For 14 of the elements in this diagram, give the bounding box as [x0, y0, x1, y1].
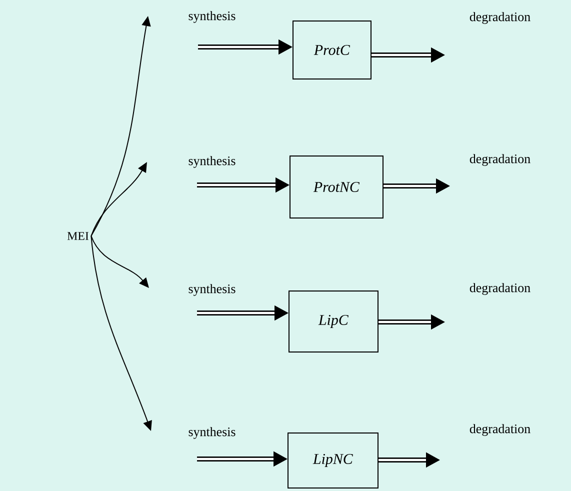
arrow: [90, 236, 149, 288]
edge-label: degradation: [470, 12, 530, 24]
compartment-box: LipNC: [288, 432, 378, 488]
edge-label: synthesis: [188, 156, 236, 168]
edge-label: synthesis: [188, 284, 236, 296]
edge-label: synthesis: [188, 427, 236, 439]
compartment-box: ProtC: [292, 20, 372, 80]
edge-label: degradation: [470, 154, 530, 166]
compartment-box: LipC: [288, 290, 378, 352]
edge-label: degradation: [470, 283, 530, 295]
edge-label: synthesis: [188, 11, 236, 23]
compartment-box: ProtNC: [290, 156, 384, 218]
edge-label: degradation: [470, 424, 530, 436]
node-label: MEI: [67, 232, 89, 240]
